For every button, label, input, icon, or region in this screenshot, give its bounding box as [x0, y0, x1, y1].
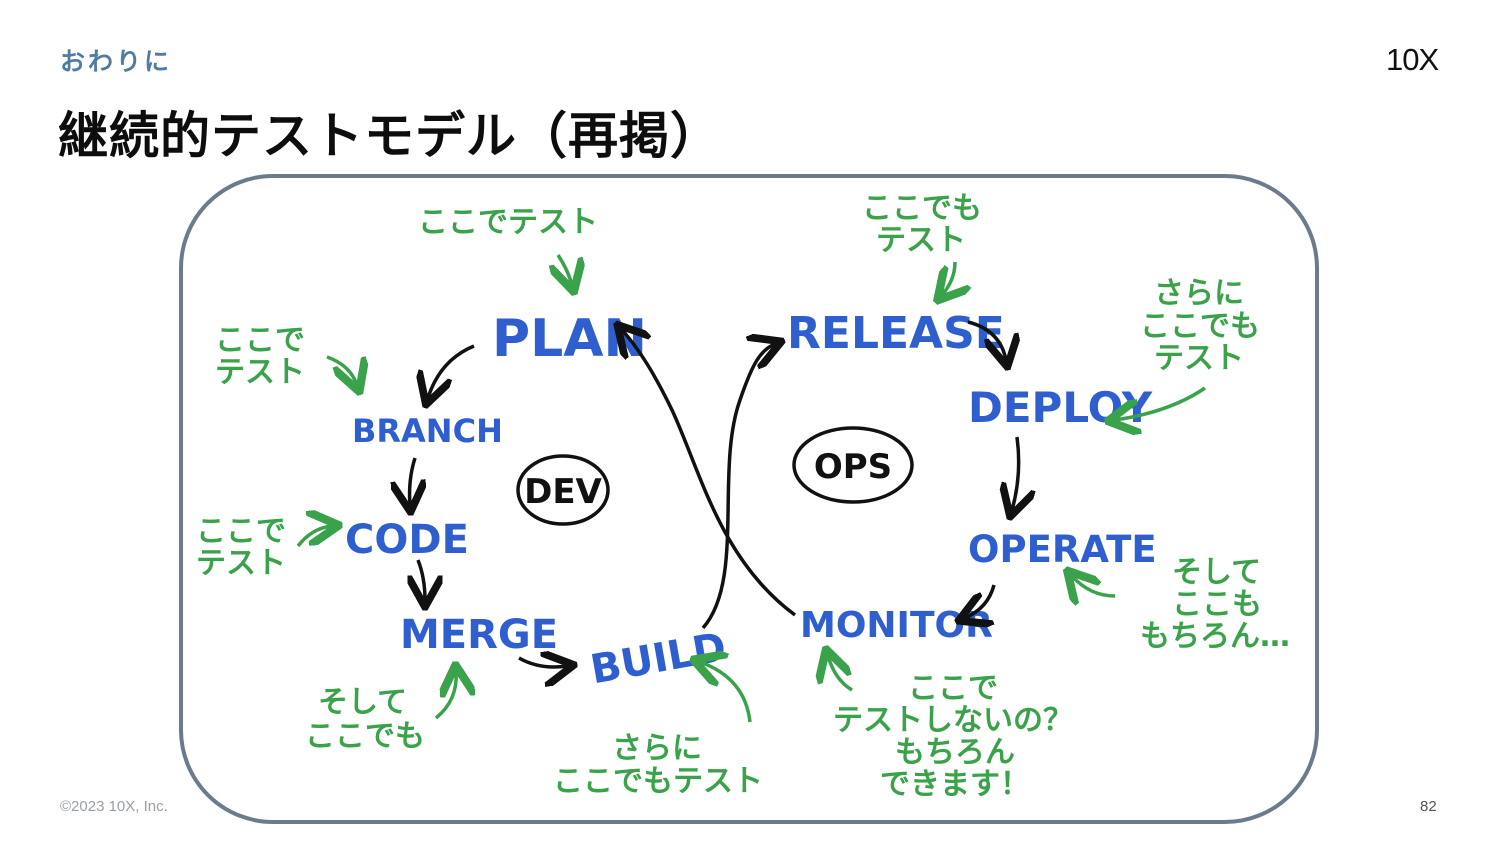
note-release-line-1: ここでも [862, 191, 982, 226]
note-release: ここでも テスト [862, 191, 982, 295]
note-monitor-line-3: もちろん [895, 735, 1015, 770]
note-plan: ここでテスト [418, 205, 598, 285]
note-merge-arrow [434, 672, 456, 720]
note-operate: そして ここも もちろん… [1072, 555, 1290, 654]
note-code: ここで テスト [196, 514, 332, 581]
stage-code: CODE [345, 517, 469, 563]
note-build: さらに ここでもテスト [553, 662, 763, 799]
note-operate-line-1: そして [1172, 555, 1261, 590]
note-branch-arrow [326, 355, 357, 385]
note-operate-arrow [1072, 576, 1116, 596]
flow-arrow-plan-branch [428, 344, 475, 398]
flow-arrow-deploy-operate [1012, 436, 1019, 510]
note-build-line-1: さらに [612, 731, 702, 766]
note-build-line-2: ここでもテスト [553, 764, 763, 799]
note-deploy-line-3: テスト [1154, 341, 1244, 376]
note-operate-line-3: もちろん… [1140, 619, 1290, 654]
note-deploy: さらに ここでも テスト [1115, 276, 1260, 420]
stage-monitor: MONITOR [800, 605, 993, 646]
stage-branch: BRANCH [352, 412, 503, 450]
note-monitor-arrow [828, 656, 853, 692]
copyright: ©2023 10X, Inc. [60, 798, 168, 815]
note-merge: そして ここでも [305, 672, 456, 754]
note-code-line-1: ここで [196, 514, 286, 549]
note-operate-line-2: ここも [1172, 587, 1262, 622]
note-build-arrow [700, 662, 752, 723]
flow-arrow-monitor-plan [622, 330, 797, 617]
note-release-line-2: テスト [876, 223, 966, 258]
stage-deploy: DEPLOY [968, 383, 1153, 432]
note-deploy-line-1: さらに [1154, 276, 1244, 311]
note-merge-line-2: ここでも [305, 719, 425, 754]
note-monitor-line-1: ここで [908, 671, 998, 706]
ops-circle [792, 426, 914, 504]
page-number: 82 [1420, 798, 1437, 815]
dev-label: DEV [524, 472, 602, 512]
note-monitor-line-2: テストしないの？ [833, 703, 1073, 738]
note-deploy-arrow [1115, 386, 1206, 420]
company-logo: 10X [1386, 42, 1439, 77]
note-branch-line-1: ここで [215, 323, 305, 358]
stage-merge: MERGE [400, 612, 558, 658]
note-merge-line-1: そして [318, 685, 407, 720]
note-code-arrow [296, 526, 332, 548]
note-monitor-line-4: できます！ [880, 767, 1030, 802]
flow-arrow-code-merge [418, 559, 425, 600]
note-branch-line-2: テスト [215, 355, 305, 390]
stage-operate: OPERATE [968, 528, 1157, 571]
note-release-arrow [942, 261, 955, 295]
dev-circle [516, 454, 610, 526]
flow-arrow-branch-code [410, 457, 415, 505]
stage-plan: PLAN [492, 309, 647, 369]
note-branch: ここで テスト [215, 323, 357, 390]
page-title: 継続的テストモデル（再掲） [58, 107, 721, 165]
note-deploy-line-2: ここでも [1140, 309, 1260, 344]
note-monitor: ここで テストしないの？ もちろん できます！ [828, 656, 1073, 802]
note-code-line-2: テスト [196, 546, 286, 581]
flow-arrow-merge-build [518, 658, 567, 667]
flow-arrow-release-deploy [967, 320, 1006, 360]
section-label: おわりに [60, 47, 173, 76]
note-plan-line-1: ここでテスト [418, 205, 598, 240]
flow-arrow-operate-monitor [965, 584, 996, 618]
note-plan-arrow [558, 254, 572, 285]
ops-label: OPS [814, 447, 892, 487]
stage-release: RELEASE [787, 308, 1005, 359]
flow-arrow-build-release [701, 344, 775, 630]
